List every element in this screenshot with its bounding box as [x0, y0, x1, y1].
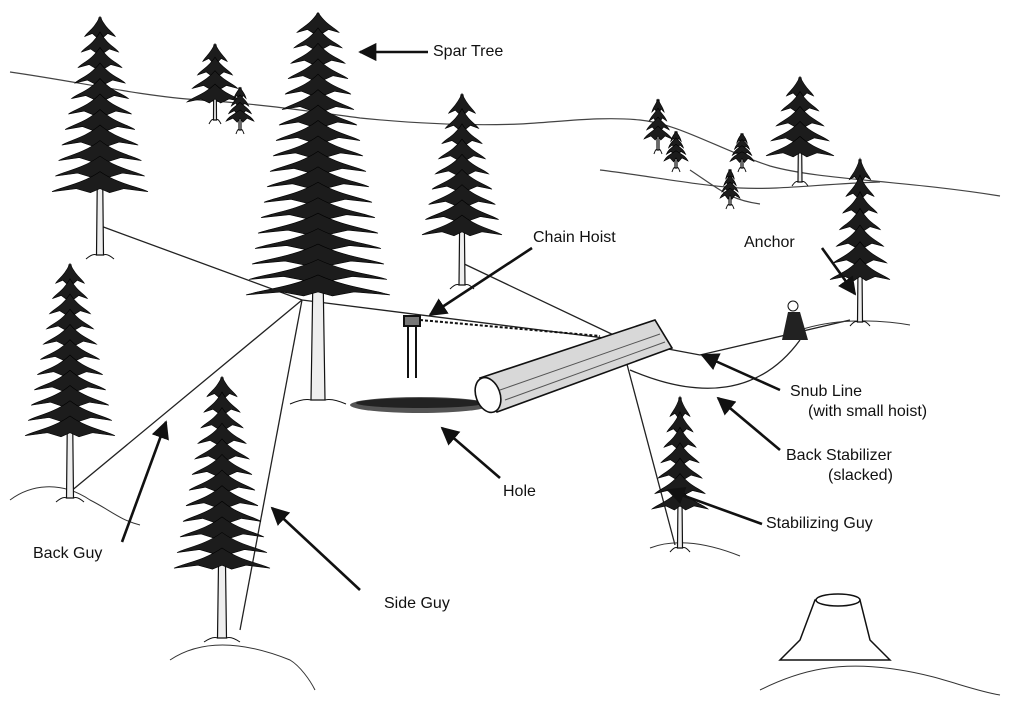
label-snub-line: Snub Line: [790, 382, 862, 402]
label-back-stabilizer-note: (slacked): [828, 466, 893, 486]
label-hole: Hole: [503, 482, 536, 502]
trees: [25, 12, 890, 642]
tree-mid-center: [422, 93, 502, 289]
label-snub-line-title: Snub Line: [790, 383, 862, 400]
tree-distant-6: [720, 169, 740, 209]
tree-distant-7: [766, 77, 834, 186]
label-back-stabilizer: Back Stabilizer: [786, 446, 892, 466]
label-stabilizing-guy: Stabilizing Guy: [766, 514, 873, 534]
back-guy-line-lower: [70, 300, 302, 492]
stump: [780, 594, 890, 660]
tree-spar: [246, 12, 390, 404]
tree-distant-2: [226, 87, 254, 134]
label-anchor: Anchor: [744, 233, 795, 253]
label-spar-tree: Spar Tree: [433, 42, 503, 62]
tree-stabilizing: [652, 396, 708, 552]
terrain-lines: [10, 72, 1000, 204]
label-snub-line-note: (with small hoist): [808, 402, 927, 422]
arrow-back-stabilizer: [718, 398, 780, 450]
hole: [350, 397, 490, 413]
side-guy-line: [240, 300, 302, 630]
arrow-side-guy: [272, 508, 360, 590]
worker-figure: [782, 301, 808, 340]
label-back-guy: Back Guy: [33, 544, 102, 564]
tree-distant-5: [730, 133, 754, 172]
arrow-chain-hoist: [430, 248, 532, 315]
tree-distant-4: [664, 131, 688, 172]
tree-distant-3: [644, 99, 672, 154]
tree-side-guy: [174, 376, 270, 642]
tree-distant-1: [187, 44, 243, 124]
tree-back-left: [52, 16, 148, 259]
label-chain-hoist: Chain Hoist: [533, 228, 616, 248]
label-side-guy: Side Guy: [384, 594, 450, 614]
rigging-lines: [70, 225, 850, 630]
arrow-back-guy: [122, 422, 166, 542]
arrow-hole: [442, 428, 500, 478]
arrow-snub-line: [702, 355, 780, 390]
